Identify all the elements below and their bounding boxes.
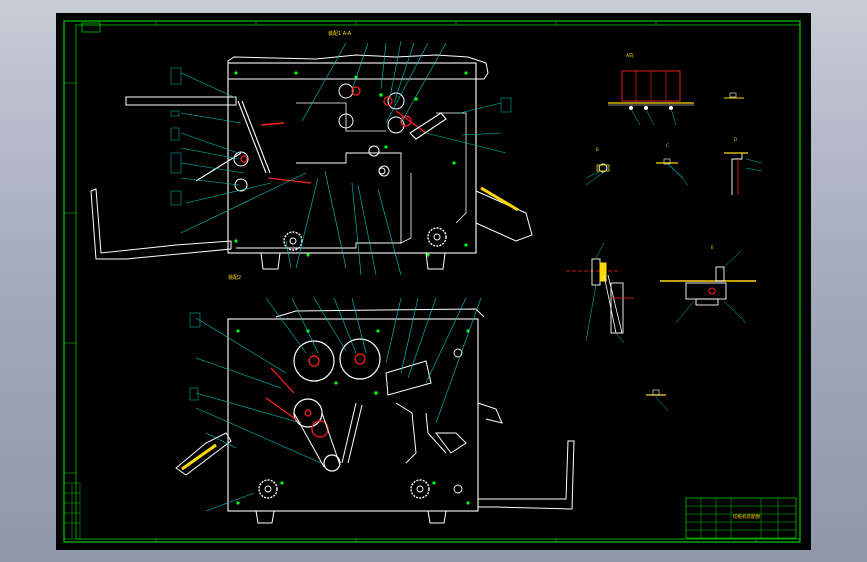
detail-view-d: D <box>724 137 763 195</box>
bottom-infeed-tray <box>477 440 575 510</box>
inner-border <box>75 24 801 540</box>
top-infeed-tray <box>90 188 232 260</box>
detail-label-a: A向 <box>626 52 634 59</box>
roller-icon <box>293 338 381 472</box>
detail-view-small <box>646 389 669 412</box>
bottom-outfeed-guide <box>175 432 232 476</box>
top-frame-plate <box>227 62 477 254</box>
sheet-mark <box>81 22 101 33</box>
title-block: 切纸机装配图 <box>685 497 797 539</box>
revision-table <box>63 482 81 540</box>
detail-view-c: C <box>656 143 689 186</box>
bottom-cover <box>275 308 485 318</box>
top-outfeed-guide <box>475 190 533 242</box>
bottom-yellow-blade <box>181 443 217 471</box>
detail-label-b: B <box>596 147 599 152</box>
roller-icon <box>233 83 405 192</box>
title-block-name: 切纸机装配图 <box>733 513 760 520</box>
top-item-numbers <box>170 67 512 206</box>
gear-icon <box>283 227 447 251</box>
detail-label-e: E <box>711 245 714 250</box>
detail-view-shaft <box>566 242 634 344</box>
detail-label-d: D <box>734 137 737 142</box>
drawing-sheet: 装配1 A-A <box>56 13 811 550</box>
top-cover <box>227 54 489 80</box>
bottom-belts <box>293 360 467 468</box>
bottom-view-label: 装配2 <box>228 274 241 281</box>
top-bolts <box>234 71 468 257</box>
detail-view-a: A向 <box>608 52 744 126</box>
top-paper-path <box>236 152 402 249</box>
top-red-parts <box>240 86 427 184</box>
detail-label-c: C <box>666 143 669 148</box>
bottom-bolts <box>236 329 470 505</box>
bottom-assembly-view: 装配2 <box>175 274 575 524</box>
bottom-feet <box>255 510 447 524</box>
top-leader-lines <box>180 40 507 276</box>
bottom-leader-lines <box>195 297 482 512</box>
top-view-label: 装配1 A-A <box>328 30 352 37</box>
bottom-frame-plate <box>227 318 479 512</box>
zone-ticks <box>64 21 757 542</box>
top-feed-arm <box>125 96 237 106</box>
detail-view-b: B <box>585 147 610 186</box>
top-assembly-view: 装配1 A-A <box>90 30 533 276</box>
top-feet <box>260 252 446 270</box>
top-yellow-blade <box>480 186 519 212</box>
cad-drawing: 装配1 A-A <box>63 20 801 543</box>
detail-view-e: E <box>660 245 756 324</box>
gear-icon <box>258 479 430 499</box>
